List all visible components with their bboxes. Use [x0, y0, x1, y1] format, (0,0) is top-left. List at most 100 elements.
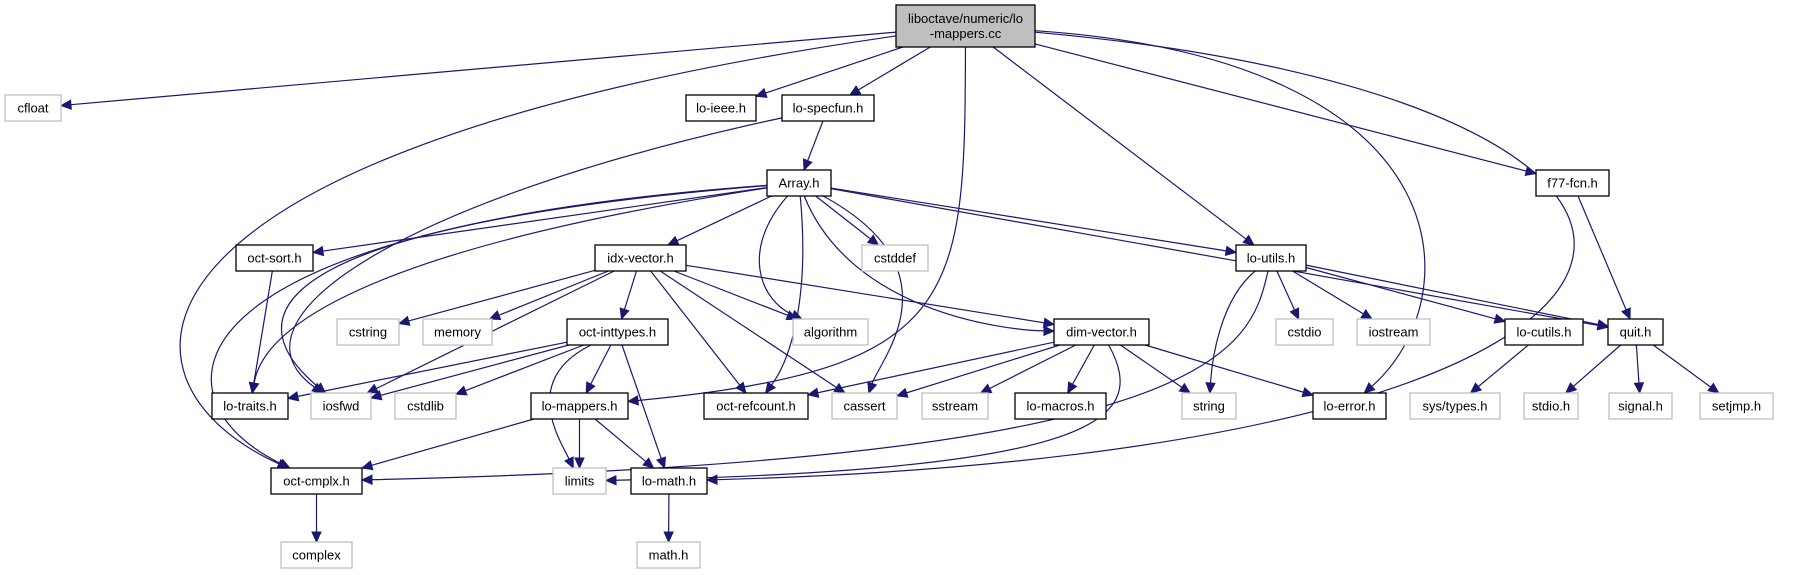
node-box[interactable]	[636, 541, 701, 569]
edge-dim-vector-to-oct-refcount	[817, 341, 1055, 394]
node-box[interactable]	[831, 392, 898, 420]
node-cfloat[interactable]: cfloat	[4, 94, 62, 122]
node-label: liboctave/numeric/lo	[908, 11, 1023, 26]
node-stdio[interactable]: stdio.h	[1523, 392, 1579, 420]
node-box[interactable]	[792, 318, 869, 346]
node-box[interactable]	[1181, 392, 1237, 420]
edge-Array-to-oct-refcount	[771, 195, 804, 386]
node-box[interactable]	[1053, 318, 1150, 346]
node-root[interactable]: liboctave/numeric/lo-mappers.cc	[895, 4, 1036, 48]
node-signal[interactable]: signal.h	[1608, 392, 1673, 420]
edge-Array-to-oct-sort	[322, 186, 768, 252]
node-box[interactable]	[1235, 244, 1307, 272]
node-oct-sort[interactable]: oct-sort.h	[235, 244, 314, 272]
node-oct-inttypes[interactable]: oct-inttypes.h	[566, 318, 669, 346]
node-box[interactable]	[422, 318, 493, 346]
node-box[interactable]	[1275, 318, 1334, 346]
node-string[interactable]: string	[1181, 392, 1237, 420]
node-box[interactable]	[1608, 392, 1673, 420]
node-label: oct-inttypes.h	[579, 324, 656, 339]
node-box[interactable]	[703, 392, 809, 420]
arrowhead-icon	[1707, 382, 1720, 394]
node-lo-traits[interactable]: lo-traits.h	[211, 392, 289, 420]
node-setjmp[interactable]: setjmp.h	[1699, 392, 1774, 420]
node-box[interactable]	[270, 467, 363, 495]
node-box[interactable]	[530, 392, 629, 420]
node-label: string	[1193, 398, 1225, 413]
edge-lo-mappers-to-lo-math	[594, 418, 647, 463]
node-box[interactable]	[1699, 392, 1774, 420]
node-lo-utils[interactable]: lo-utils.h	[1235, 244, 1307, 272]
node-box[interactable]	[1312, 392, 1387, 420]
node-box[interactable]	[566, 318, 669, 346]
node-box[interactable]	[4, 94, 62, 122]
node-iosfwd[interactable]: iosfwd	[310, 392, 372, 420]
arrowhead-icon	[867, 381, 878, 395]
node-box[interactable]	[895, 4, 1036, 48]
node-dim-vector[interactable]: dim-vector.h	[1053, 318, 1150, 346]
node-cstddef[interactable]: cstddef	[861, 244, 929, 272]
edge-idx-vector-to-oct-refcount	[650, 270, 741, 386]
node-box[interactable]	[1535, 169, 1610, 197]
node-lo-error[interactable]: lo-error.h	[1312, 392, 1387, 420]
node-cstdio[interactable]: cstdio	[1275, 318, 1334, 346]
node-sys-types[interactable]: sys/types.h	[1409, 392, 1501, 420]
node-quit[interactable]: quit.h	[1607, 318, 1664, 346]
arrowhead-icon	[735, 381, 747, 394]
node-oct-refcount[interactable]: oct-refcount.h	[703, 392, 809, 420]
node-complex[interactable]: complex	[280, 541, 353, 569]
node-box[interactable]	[861, 244, 929, 272]
node-lo-math[interactable]: lo-math.h	[630, 467, 708, 495]
node-box[interactable]	[336, 318, 400, 346]
node-label: sys/types.h	[1422, 398, 1487, 413]
node-cstring[interactable]: cstring	[336, 318, 400, 346]
node-box[interactable]	[781, 94, 875, 122]
edge-lo-utils-to-iostream	[1292, 270, 1364, 315]
node-lo-specfun[interactable]: lo-specfun.h	[781, 94, 875, 122]
node-cassert[interactable]: cassert	[831, 392, 898, 420]
edge-oct-inttypes-to-lo-math	[621, 344, 662, 459]
node-lo-mappers[interactable]: lo-mappers.h	[530, 392, 629, 420]
node-box[interactable]	[685, 94, 757, 122]
node-cstdlib[interactable]: cstdlib	[394, 392, 457, 420]
node-memory[interactable]: memory	[422, 318, 493, 346]
node-box[interactable]	[921, 392, 989, 420]
node-box[interactable]	[280, 541, 353, 569]
node-box[interactable]	[1409, 392, 1501, 420]
node-limits[interactable]: limits	[552, 467, 607, 495]
node-box[interactable]	[394, 392, 457, 420]
node-Array[interactable]: Array.h	[766, 169, 832, 197]
node-box[interactable]	[1607, 318, 1664, 346]
node-box[interactable]	[630, 467, 708, 495]
node-label: setjmp.h	[1712, 398, 1761, 413]
node-box[interactable]	[1014, 392, 1107, 420]
node-algorithm[interactable]: algorithm	[792, 318, 869, 346]
node-box[interactable]	[1504, 318, 1584, 346]
node-box[interactable]	[235, 244, 314, 272]
arrowhead-icon	[619, 307, 630, 321]
node-label: lo-macros.h	[1027, 398, 1095, 413]
node-idx-vector[interactable]: idx-vector.h	[594, 244, 687, 272]
edge-oct-inttypes-to-lo-traits	[297, 341, 568, 397]
arrowhead-icon	[1178, 382, 1192, 394]
node-lo-cutils[interactable]: lo-cutils.h	[1504, 318, 1584, 346]
node-lo-macros[interactable]: lo-macros.h	[1014, 392, 1107, 420]
edge-Array-to-idx-vector	[676, 195, 772, 242]
node-lo-ieee[interactable]: lo-ieee.h	[685, 94, 757, 122]
node-box[interactable]	[211, 392, 289, 420]
arrowhead-icon	[454, 385, 468, 396]
node-oct-cmplx[interactable]: oct-cmplx.h	[270, 467, 363, 495]
node-box[interactable]	[552, 467, 607, 495]
node-math[interactable]: math.h	[636, 541, 701, 569]
node-sstream[interactable]: sstream	[921, 392, 989, 420]
node-box[interactable]	[1356, 318, 1431, 346]
node-f77-fcn[interactable]: f77-fcn.h	[1535, 169, 1610, 197]
node-label: cassert	[844, 398, 886, 413]
nodes-layer: liboctave/numeric/lo-mappers.cc cfloat lo-…	[4, 4, 1774, 569]
node-box[interactable]	[594, 244, 687, 272]
edge-oct-inttypes-to-cstdlib	[465, 344, 584, 392]
node-iostream[interactable]: iostream	[1356, 318, 1431, 346]
node-box[interactable]	[310, 392, 372, 420]
node-box[interactable]	[766, 169, 832, 197]
node-box[interactable]	[1523, 392, 1579, 420]
